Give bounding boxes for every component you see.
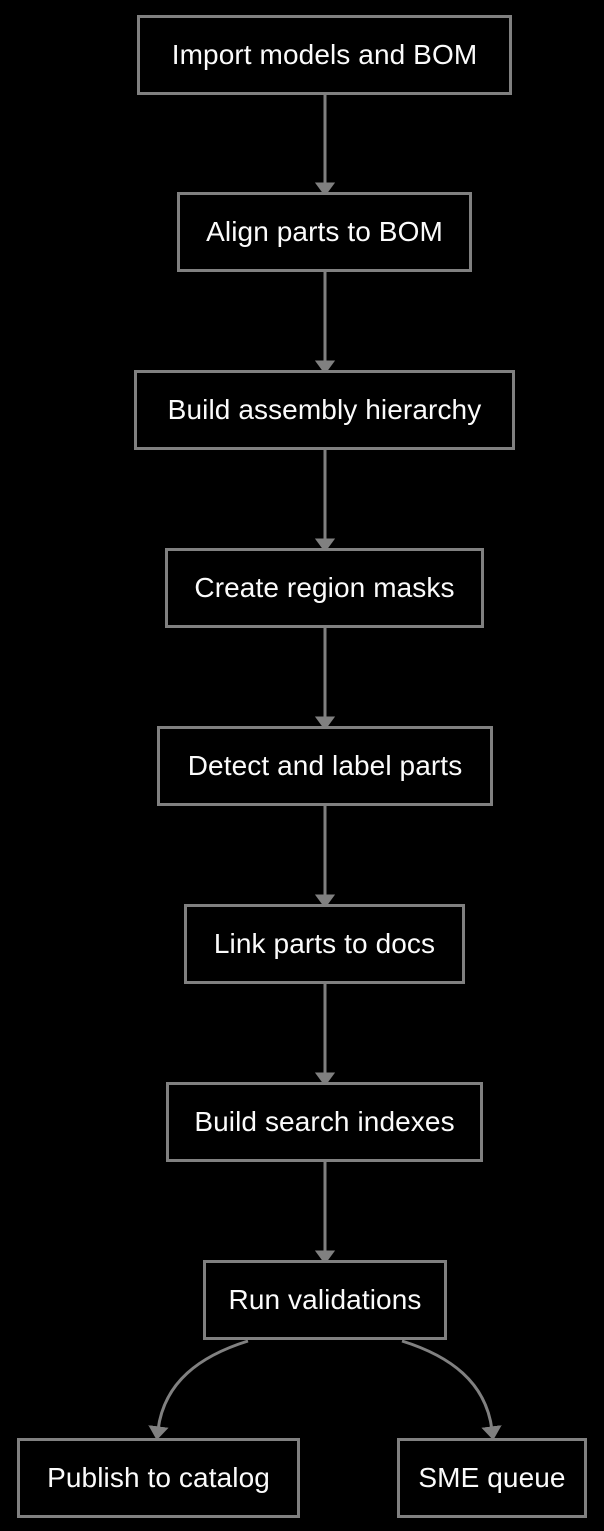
- node-label: Import models and BOM: [171, 39, 478, 70]
- node-detect-and-label-parts[interactable]: Detect and label parts: [157, 726, 493, 806]
- node-label: Build assembly hierarchy: [167, 394, 482, 425]
- node-run-validations[interactable]: Run validations: [203, 1260, 447, 1340]
- node-import-models-and-bom[interactable]: Import models and BOM: [137, 15, 512, 95]
- node-label: Create region masks: [194, 572, 455, 603]
- node-sme-queue[interactable]: SME queue: [397, 1438, 587, 1518]
- node-create-region-masks[interactable]: Create region masks: [165, 548, 484, 628]
- node-link-parts-to-docs[interactable]: Link parts to docs: [184, 904, 465, 984]
- node-build-search-indexes[interactable]: Build search indexes: [166, 1082, 483, 1162]
- edge-validate-to-publish: [148, 1339, 249, 1441]
- node-label: Align parts to BOM: [206, 216, 443, 247]
- edge-validate-to-sme: [401, 1339, 502, 1441]
- node-label: Run validations: [228, 1284, 422, 1315]
- node-label: SME queue: [418, 1462, 566, 1493]
- node-build-assembly-hierarchy[interactable]: Build assembly hierarchy: [134, 370, 515, 450]
- node-label: Link parts to docs: [213, 928, 436, 959]
- node-align-parts-to-bom[interactable]: Align parts to BOM: [177, 192, 472, 272]
- node-publish-to-catalog[interactable]: Publish to catalog: [17, 1438, 300, 1518]
- node-label: Build search indexes: [194, 1106, 455, 1137]
- node-label: Publish to catalog: [47, 1462, 270, 1493]
- node-label: Detect and label parts: [187, 750, 463, 781]
